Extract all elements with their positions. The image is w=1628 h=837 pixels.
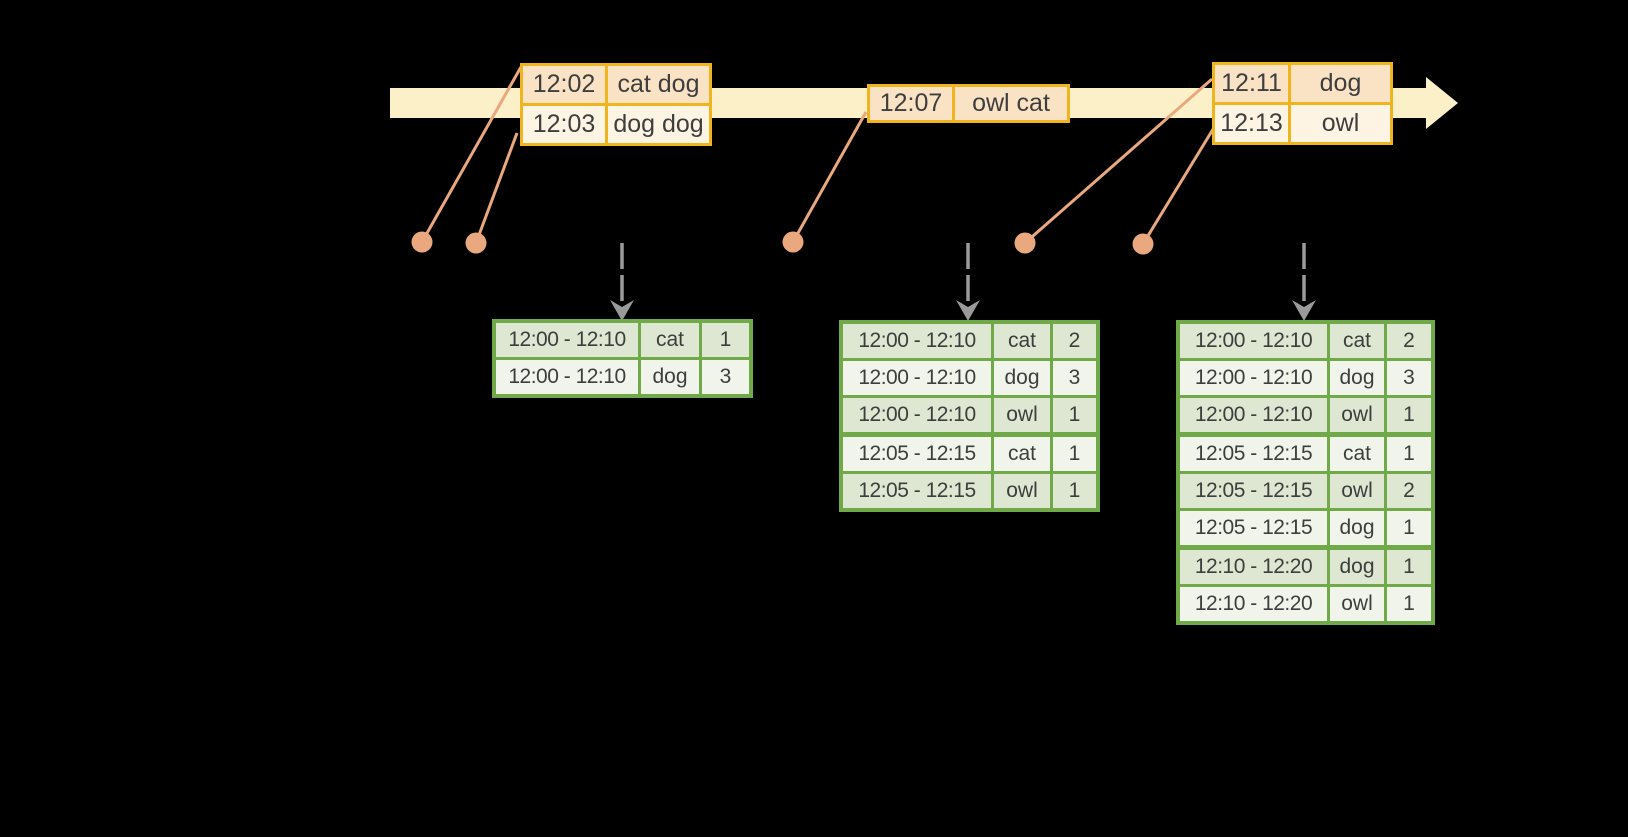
result-table-3: 12:00 - 12:10 cat 2 12:00 - 12:10 dog 3 … [1176,320,1435,625]
word-cell: dog [638,357,702,398]
event-row: 12:11 dog [1212,62,1393,105]
word-cell: owl [1327,471,1387,511]
event-words-cell: owl [1288,102,1393,145]
event-words-cell: cat dog [605,63,712,106]
word-cell: owl [1327,395,1387,436]
result-row: 12:00 - 12:10 dog 3 [1176,358,1435,398]
event-connector-line [791,111,868,243]
count-cell: 2 [1050,320,1100,361]
event-time-cell: 12:07 [867,84,955,123]
window-cell: 12:05 - 12:15 [1176,471,1330,511]
event-dot [1132,233,1154,255]
window-cell: 12:00 - 12:10 [1176,358,1330,398]
window-cell: 12:05 - 12:15 [839,432,994,474]
result-row: 12:05 - 12:15 cat 1 [1176,432,1435,474]
result-row: 12:05 - 12:15 dog 1 [1176,508,1435,549]
event-time-cell: 12:02 [520,63,608,106]
count-cell: 3 [699,357,753,398]
window-cell: 12:05 - 12:15 [1176,432,1330,474]
result-row: 12:00 - 12:10 cat 2 [1176,320,1435,361]
event-row: 12:02 cat dog [520,63,712,106]
count-cell: 1 [1050,471,1100,512]
count-cell: 1 [1050,432,1100,474]
result-row: 12:10 - 12:20 dog 1 [1176,545,1435,587]
count-cell: 3 [1050,358,1100,398]
result-row: 12:05 - 12:15 cat 1 [839,432,1100,474]
word-cell: dog [1327,358,1387,398]
window-cell: 12:10 - 12:20 [1176,584,1330,625]
word-cell: dog [991,358,1053,398]
window-cell: 12:00 - 12:10 [839,358,994,398]
event-dot [465,232,487,254]
result-table-1: 12:00 - 12:10 cat 1 12:00 - 12:10 dog 3 [492,319,753,398]
word-cell: dog [1327,508,1387,549]
trigger-arrow-head-icon [610,300,634,321]
result-row: 12:05 - 12:15 owl 2 [1176,471,1435,511]
event-words-cell: owl cat [952,84,1070,123]
event-row: 12:07 owl cat [867,84,1070,123]
window-cell: 12:10 - 12:20 [1176,545,1330,587]
event-dot [782,231,804,253]
window-cell: 12:00 - 12:10 [1176,320,1330,361]
word-cell: cat [991,432,1053,474]
result-table-2: 12:00 - 12:10 cat 2 12:00 - 12:10 dog 3 … [839,320,1100,512]
word-cell: cat [991,320,1053,361]
count-cell: 2 [1384,320,1435,361]
count-cell: 1 [1384,545,1435,587]
trigger-arrow-head-icon [956,300,980,321]
window-cell: 12:00 - 12:10 [1176,395,1330,436]
result-row: 12:00 - 12:10 dog 3 [492,357,753,398]
event-row: 12:03 dog dog [520,103,712,146]
result-row: 12:10 - 12:20 owl 1 [1176,584,1435,625]
event-time-cell: 12:11 [1212,62,1291,105]
event-table-2: 12:07 owl cat [867,84,1070,123]
event-words-cell: dog dog [605,103,712,146]
result-row: 12:00 - 12:10 owl 1 [839,395,1100,436]
event-connector-line [1141,125,1217,245]
result-row: 12:00 - 12:10 cat 1 [492,319,753,360]
count-cell: 2 [1384,471,1435,511]
count-cell: 1 [1050,395,1100,436]
word-cell: owl [1327,584,1387,625]
word-cell: owl [991,471,1053,512]
event-time-axis-arrowhead-icon [1426,77,1458,129]
result-row: 12:05 - 12:15 owl 1 [839,471,1100,512]
result-row: 12:00 - 12:10 cat 2 [839,320,1100,361]
count-cell: 1 [1384,584,1435,625]
window-cell: 12:00 - 12:10 [839,395,994,436]
event-words-cell: dog [1288,62,1393,105]
word-cell: cat [638,319,702,360]
event-table-1: 12:02 cat dog 12:03 dog dog [520,63,712,146]
event-row: 12:13 owl [1212,102,1393,145]
word-cell: dog [1327,545,1387,587]
event-dot [411,231,433,253]
event-time-cell: 12:13 [1212,102,1291,145]
count-cell: 1 [1384,508,1435,549]
word-cell: cat [1327,320,1387,361]
event-time-cell: 12:03 [520,103,608,146]
window-cell: 12:00 - 12:10 [839,320,994,361]
window-cell: 12:05 - 12:15 [839,471,994,512]
count-cell: 1 [1384,432,1435,474]
count-cell: 1 [1384,395,1435,436]
window-cell: 12:00 - 12:10 [492,357,641,398]
word-cell: cat [1327,432,1387,474]
window-cell: 12:00 - 12:10 [492,319,641,360]
trigger-arrow-head-icon [1292,300,1316,321]
window-cell: 12:05 - 12:15 [1176,508,1330,549]
event-connector-line [474,132,519,244]
count-cell: 1 [699,319,753,360]
event-dot [1014,232,1036,254]
word-cell: owl [991,395,1053,436]
result-row: 12:00 - 12:10 dog 3 [839,358,1100,398]
result-row: 12:00 - 12:10 owl 1 [1176,395,1435,436]
event-table-3: 12:11 dog 12:13 owl [1212,62,1393,145]
count-cell: 3 [1384,358,1435,398]
